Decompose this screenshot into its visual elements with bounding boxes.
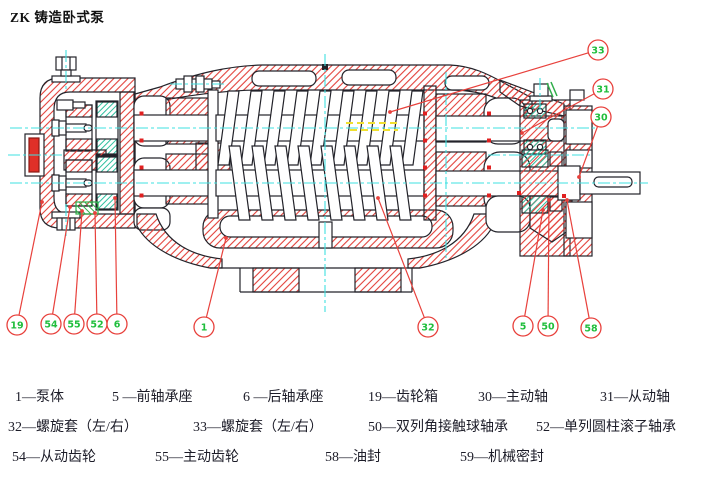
leader-line-33 [389,52,589,113]
callout-circle-1 [193,316,215,338]
legend-item: 59—机械密封 [460,450,544,465]
leader-dot-19 [40,200,44,204]
legend-item: 5 —前轴承座 [112,390,193,405]
leader-dot-50 [547,198,551,202]
leader-dot-1 [224,236,228,240]
legend-item: 30—主动轴 [478,390,548,405]
callout-number-52: 52 [90,320,103,331]
leader-line-55 [74,210,83,315]
screw-teeth [217,90,424,221]
legend-item: 54—从动齿轮 [12,450,96,465]
pump-body-top-band [127,64,533,113]
legend-item: 31—从动轴 [600,390,670,405]
page-title: ZK 铸造卧式泵 [10,10,105,25]
callout-number-31: 31 [596,85,609,96]
leader-dot-58 [565,198,569,202]
callout-number-6: 6 [114,320,121,331]
callouts: 33 31 30 19 54 55 52 6 1 32 5 50 58 [6,39,614,339]
leader-line-54 [52,206,71,315]
angular-bearing [521,149,549,168]
keyway [593,176,633,188]
pump-cross-section-drawing: 33 31 30 19 54 55 52 6 1 32 5 50 58 [6,39,648,339]
legend-item: 19—齿轮箱 [368,390,438,405]
legend-item: 32—螺旋套（左/右） [8,420,138,435]
oil-seal [549,151,563,167]
callout-number-58: 58 [584,324,598,335]
leader-line-32 [377,197,425,318]
callout-circle-5 [512,315,534,337]
section-dots [139,111,566,198]
leader-dot-5 [541,208,545,212]
callout-number-30: 30 [594,113,608,124]
callout-number-33: 33 [591,46,604,57]
leader-dot-32 [376,196,380,200]
legend-item: 52—单列圆柱滚子轴承 [536,420,676,435]
leader-line-31 [521,93,595,134]
leader-line-50 [547,199,550,317]
callout-circle-19 [6,314,28,336]
callout-circle-33 [587,39,609,61]
callout-number-19: 19 [10,321,23,332]
leader-line-58 [566,199,590,319]
leader-line-52 [94,212,98,315]
legend-item: 6 —后轴承座 [243,390,324,405]
callout-circle-50 [537,315,559,337]
drive-shaft [557,165,641,201]
callout-number-50: 50 [541,322,555,333]
legend-item: 1—泵体 [15,390,64,405]
legend-item: 58—油封 [325,450,381,465]
leader-line-19 [18,201,43,316]
bolt-icon [569,89,585,101]
legend-item: 33—螺旋套（左/右） [193,420,323,435]
bolt-icon [529,95,553,102]
callout-number-5: 5 [520,322,527,333]
callout-number-1: 1 [201,323,208,334]
callout-circle-30 [590,106,612,128]
leader-line-6 [114,197,118,315]
leader-dot-31 [520,131,524,135]
leader-line-1 [205,237,227,318]
callout-number-54: 54 [44,320,58,331]
callout-circle-6 [106,313,128,335]
callout-circle-32 [417,316,439,338]
callout-circle-31 [592,78,614,100]
leader-dot-55 [80,209,84,213]
callout-circle-58 [580,317,602,339]
pump-body-bottom [136,209,494,293]
leader-dot-33 [388,110,392,114]
leader-line-30 [578,126,599,178]
legend-item: 50—双列角接触球轴承 [368,420,508,435]
leader-dot-54 [68,205,72,209]
leader-dot-30 [577,175,581,179]
callout-number-55: 55 [67,320,80,331]
angular-bearing [521,195,549,214]
leader-dot-52 [93,211,97,215]
callout-circle-55 [63,313,85,335]
screw-rotors [207,85,437,221]
callout-circle-54 [40,313,62,335]
legend-item: 55—主动齿轮 [155,450,239,465]
callout-number-32: 32 [421,323,434,334]
leader-dot-6 [113,196,117,200]
leader-line-5 [524,209,544,317]
